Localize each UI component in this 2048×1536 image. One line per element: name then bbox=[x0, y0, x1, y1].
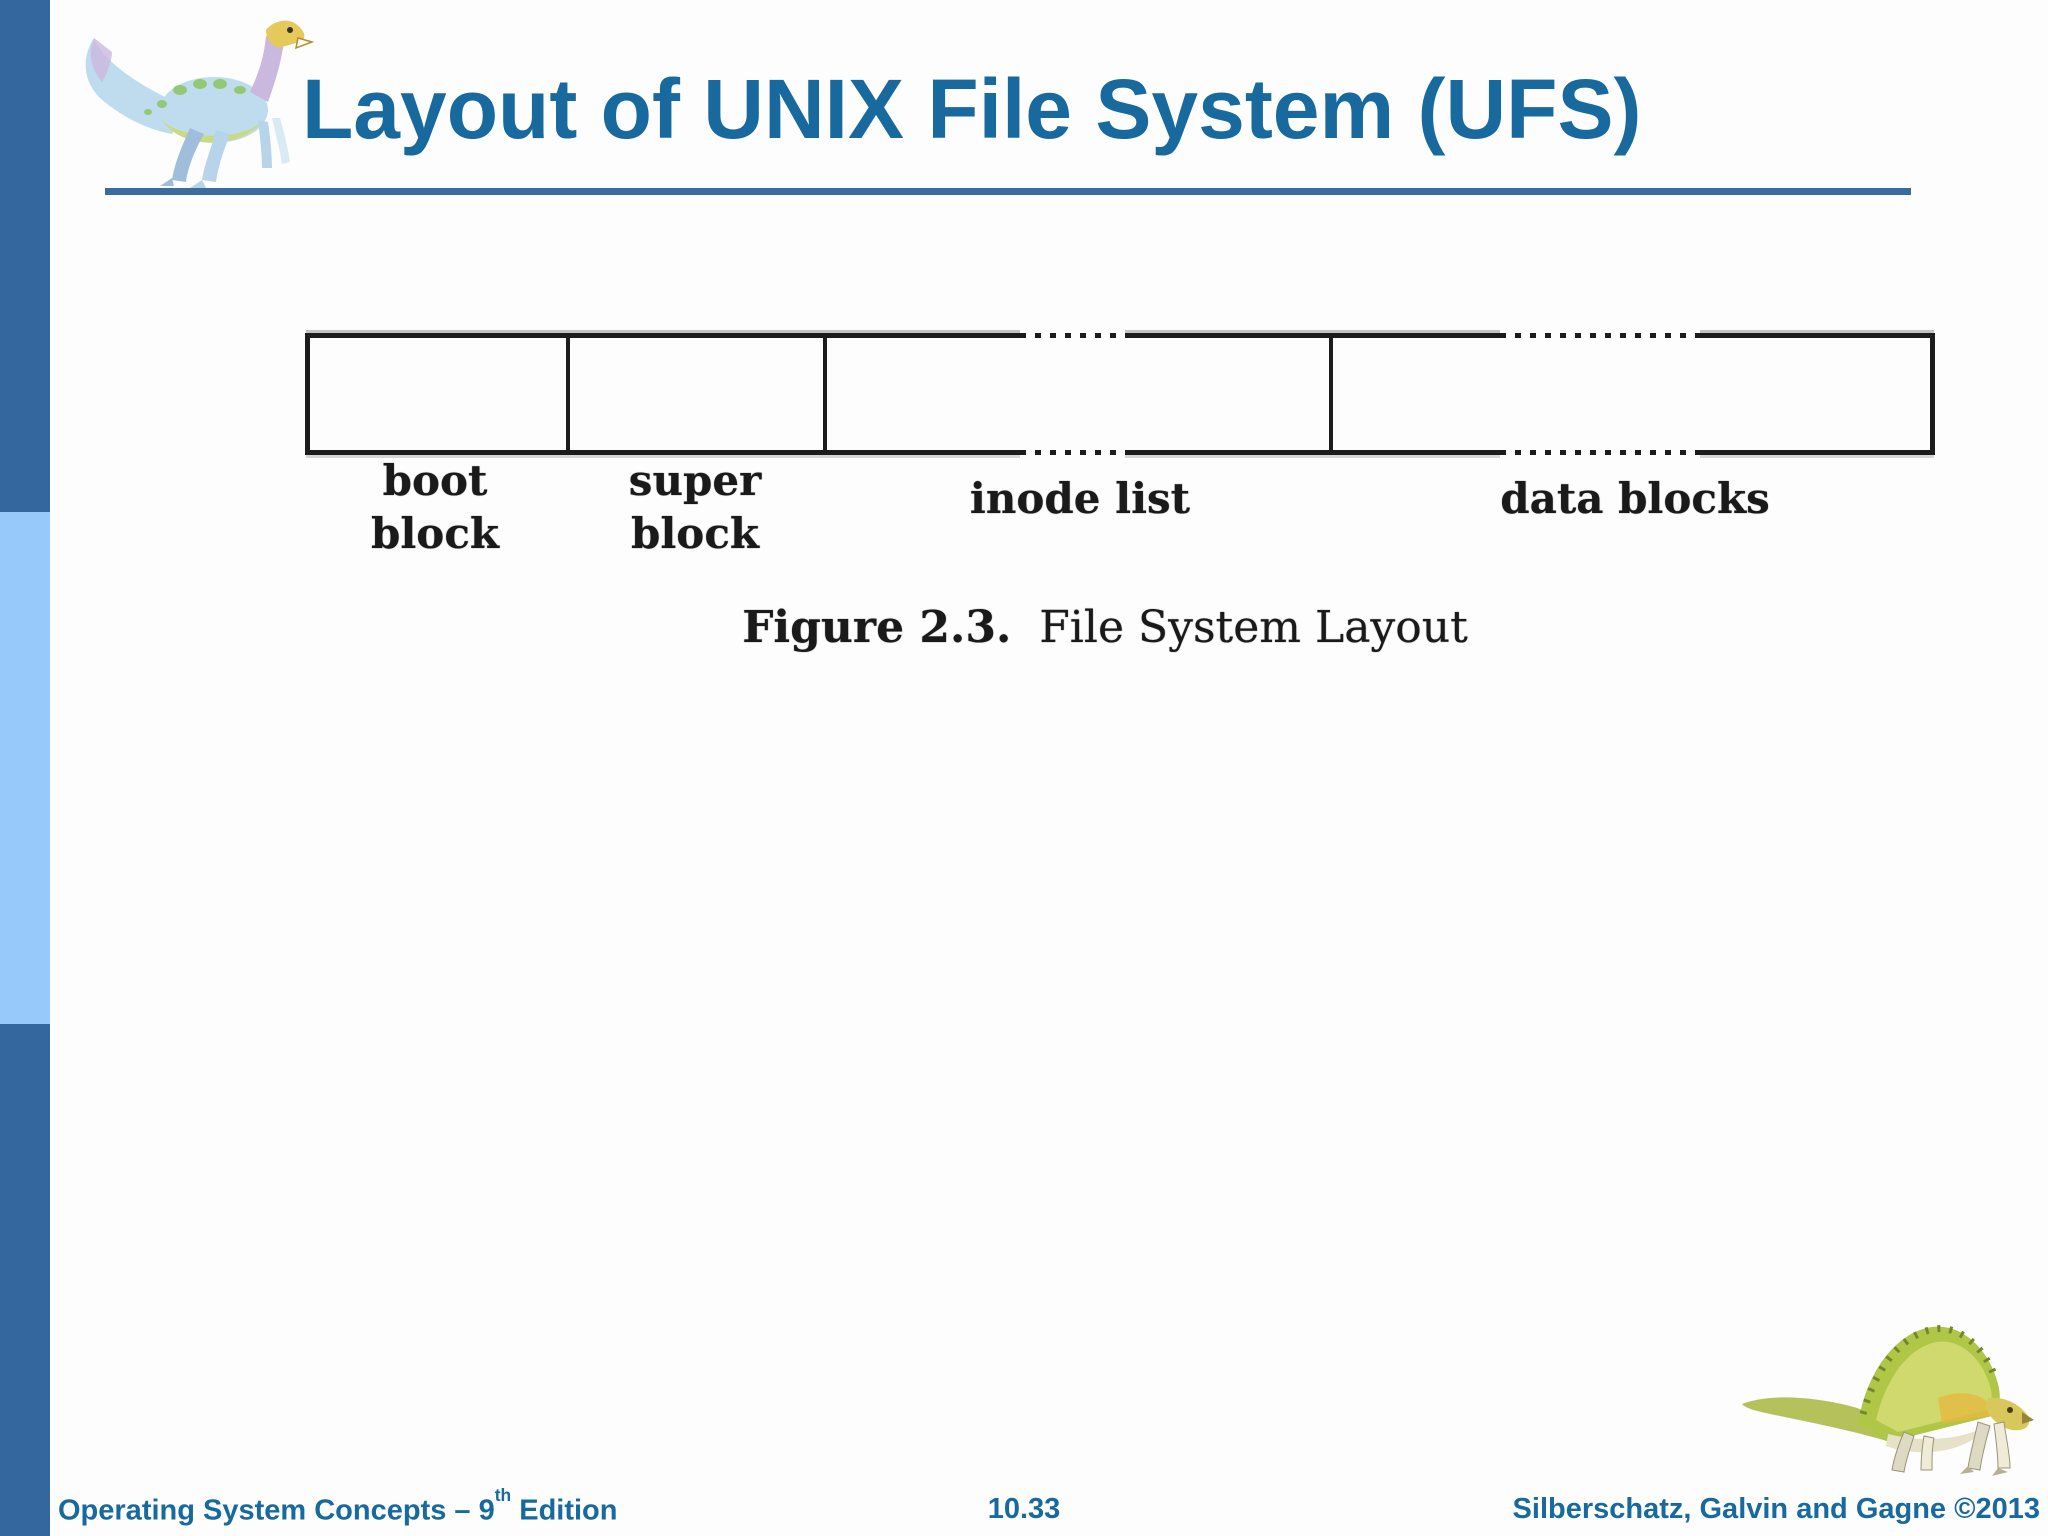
segment-divider bbox=[566, 338, 570, 450]
label-super-block: super block bbox=[628, 456, 762, 558]
dotted-continuation-mark bbox=[1020, 450, 1125, 460]
caption-figure-number: Figure 2.3. bbox=[742, 602, 1012, 653]
dotted-continuation-mark bbox=[1020, 328, 1125, 338]
segment-divider bbox=[1329, 338, 1333, 450]
sidebar-stripe-top bbox=[0, 0, 50, 512]
slide-page-number: 10.33 bbox=[987, 1493, 1061, 1525]
sailback-dinosaur-icon bbox=[1742, 1325, 2034, 1476]
figure-caption: Figure 2.3. File System Layout bbox=[700, 602, 1510, 653]
sidebar-stripe-middle bbox=[0, 512, 50, 1024]
label-data-blocks: data blocks bbox=[1500, 474, 1770, 523]
footer-authors: Silberschatz, Galvin and Gagne ©2013 bbox=[1512, 1493, 2040, 1525]
dotted-continuation-mark bbox=[1500, 450, 1700, 460]
dotted-continuation-mark bbox=[1500, 328, 1700, 338]
disk-layout-rectangle bbox=[305, 328, 1935, 460]
segment-divider bbox=[823, 338, 827, 450]
label-inode-list: inode list bbox=[969, 474, 1191, 523]
sidebar-stripe-bottom bbox=[0, 1024, 50, 1536]
label-boot-block: boot block bbox=[370, 456, 499, 558]
footer-edition-superscript: th bbox=[494, 1485, 512, 1506]
dinosaur-logo-icon bbox=[85, 20, 314, 188]
caption-figure-title: File System Layout bbox=[1039, 602, 1468, 653]
title-underline bbox=[105, 188, 1911, 195]
footer-book-title: Operating System Concepts – 9th Edition bbox=[58, 1485, 618, 1527]
slide-title: Layout of UNIX File System (UFS) bbox=[302, 62, 1642, 156]
